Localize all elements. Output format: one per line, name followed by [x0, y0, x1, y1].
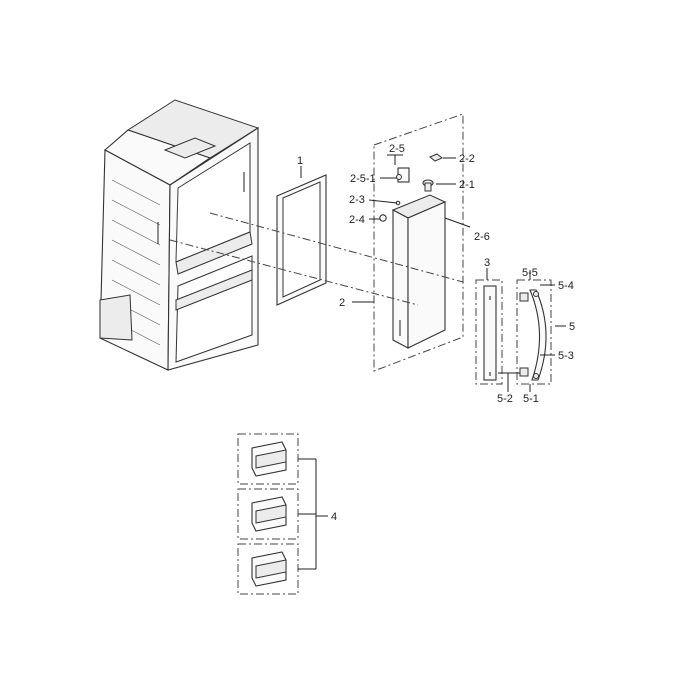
door-bin-top — [251, 441, 287, 477]
door-trim-outline — [475, 279, 503, 385]
door-bin-bottom — [251, 551, 287, 587]
label-5-4: 5-4 — [558, 280, 574, 292]
label-2: 2 — [339, 297, 345, 309]
door-gasket — [276, 174, 327, 306]
door-trim — [483, 285, 497, 381]
label-1: 1 — [297, 155, 303, 167]
leader-lines — [169, 154, 566, 570]
handle-assembly-outline — [516, 279, 552, 385]
label-5-2: 5-2 — [497, 393, 513, 405]
hinge-cap-2-2 — [429, 153, 443, 162]
label-5-1: 5-1 — [523, 393, 539, 405]
hinge-2-1 — [422, 179, 434, 192]
label-2-1: 2-1 — [459, 179, 475, 191]
door-panel — [391, 194, 447, 349]
label-2-4: 2-4 — [349, 214, 365, 226]
label-4: 4 — [331, 511, 337, 523]
bracket-2-5 — [396, 167, 410, 183]
refrigerator-cabinet — [99, 99, 260, 371]
label-2-2: 2-2 — [459, 153, 475, 165]
door-assembly-outline — [373, 113, 464, 372]
label-2-5: 2-5 — [389, 143, 405, 155]
door-bins — [237, 433, 299, 595]
label-5-3: 5-3 — [558, 350, 574, 362]
label-5-5: 5-5 — [522, 267, 538, 279]
door-handle — [519, 289, 547, 381]
label-2-3: 2-3 — [349, 194, 365, 206]
cap-2-4 — [379, 214, 387, 222]
label-2-6: 2-6 — [474, 231, 490, 243]
label-5: 5 — [569, 321, 575, 333]
door-bin-middle — [251, 496, 287, 532]
label-3: 3 — [484, 257, 490, 269]
label-2-5-1: 2-5-1 — [350, 173, 376, 185]
